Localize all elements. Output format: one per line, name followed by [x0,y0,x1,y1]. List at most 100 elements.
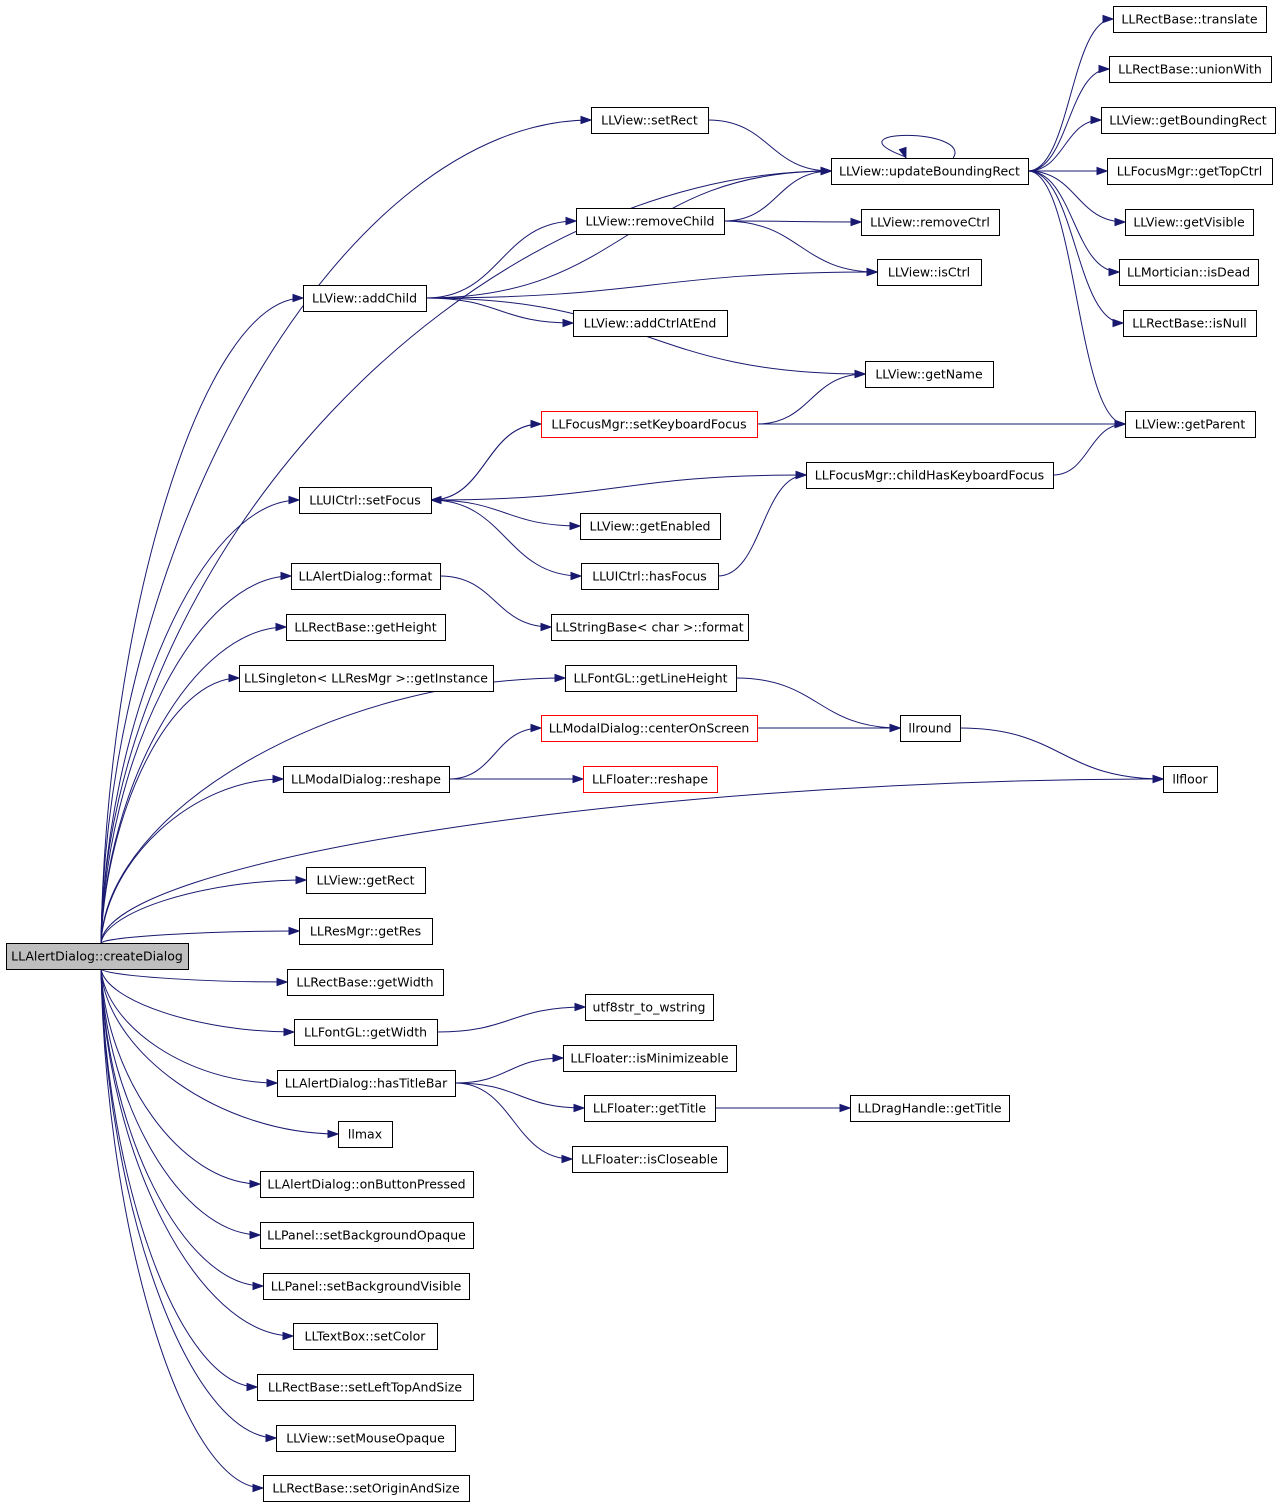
edge-arrowhead [1102,14,1115,24]
node-update-bounding-rect[interactable]: LLView::updateBoundingRect [831,158,1029,185]
edge-arrowhead [266,1078,279,1088]
node-has-title-bar[interactable]: LLAlertDialog::hasTitleBar [277,1070,456,1097]
node-get-rect[interactable]: LLView::getRect [306,867,426,894]
node-label: LLMortician::isDead [1127,265,1250,280]
node-label: LLRectBase::getHeight [294,620,436,635]
node-center-on-screen[interactable]: LLModalDialog::centerOnScreen [541,715,758,742]
node-remove-child[interactable]: LLView::removeChild [576,208,725,235]
node-is-closeable[interactable]: LLFloater::isCloseable [572,1146,728,1173]
node-drag-get-title[interactable]: LLDragHandle::getTitle [850,1095,1010,1122]
node-label: LLFloater::getTitle [593,1101,706,1116]
node-get-res[interactable]: LLResMgr::getRes [299,918,433,945]
node-set-background-opaque[interactable]: LLPanel::setBackgroundOpaque [260,1222,474,1249]
node-get-bounding-rect[interactable]: LLView::getBoundingRect [1101,107,1276,134]
edge-create-dialog-to-font-get-width [100,968,296,1037]
node-floater-get-title[interactable]: LLFloater::getTitle [584,1095,716,1122]
node-union-with[interactable]: LLRectBase::unionWith [1109,56,1272,83]
edge-create-dialog-to-get-res [100,926,301,944]
node-is-dead[interactable]: LLMortician::isDead [1119,259,1259,286]
edge-line [1027,170,1126,223]
edge-line [100,968,264,1287]
edge-arrowhead [554,673,567,683]
node-label: LLUICtrl::setFocus [309,493,421,508]
edge-line [100,968,339,1135]
node-box [6,943,189,970]
node-is-null[interactable]: LLRectBase::isNull [1123,310,1257,337]
node-floater-reshape[interactable]: LLFloater::reshape [583,766,718,793]
node-string-format[interactable]: LLStringBase< char >::format [551,614,749,641]
node-set-origin-and-size[interactable]: LLRectBase::setOriginAndSize [263,1475,470,1502]
node-font-get-width[interactable]: LLFontGL::getWidth [294,1019,438,1046]
edge-create-dialog-to-set-background-visible [100,968,265,1291]
edge-line [1027,119,1102,172]
node-add-ctrl-at-end[interactable]: LLView::addCtrlAtEnd [573,310,728,337]
node-label: LLView::setRect [601,113,698,128]
node-set-color[interactable]: LLTextBox::setColor [293,1323,438,1350]
node-label: LLUICtrl::hasFocus [592,569,707,584]
edge-arrowhead [276,977,289,987]
node-get-top-ctrl[interactable]: LLFocusMgr::getTopCtrl [1107,158,1273,185]
node-get-height[interactable]: LLRectBase::getHeight [286,614,446,641]
edge-arrowhead [252,1483,265,1493]
edge-arrowhead [574,1002,587,1012]
edge-line [723,170,832,222]
node-set-mouse-opaque[interactable]: LLView::setMouseOpaque [276,1425,456,1452]
edge-remove-child-to-remove-ctrl [723,217,863,227]
node-llfloor[interactable]: llfloor [1163,766,1218,793]
node-set-rect[interactable]: LLView::setRect [591,107,709,134]
node-is-minimizeable[interactable]: LLFloater::isMinimizeable [563,1045,737,1072]
node-llmax[interactable]: llmax [338,1121,393,1148]
node-child-has-keyboard-focus[interactable]: LLFocusMgr::childHasKeyboardFocus [806,462,1054,489]
edge-create-dialog-to-set-rect [100,115,593,944]
node-set-keyboard-focus[interactable]: LLFocusMgr::setKeyboardFocus [541,411,758,438]
edge-arrowhead [252,1281,265,1291]
node-alert-format[interactable]: LLAlertDialog::format [291,563,441,590]
node-label: LLRectBase::setLeftTopAndSize [268,1380,462,1395]
edge-arrowhead [327,1129,340,1139]
node-box [303,285,427,312]
node-set-left-top-and-size[interactable]: LLRectBase::setLeftTopAndSize [257,1374,474,1401]
edge-line [100,778,1164,944]
node-get-instance[interactable]: LLSingleton< LLResMgr >::getInstance [239,665,494,692]
node-add-child[interactable]: LLView::addChild [303,285,427,312]
node-on-button-pressed[interactable]: LLAlertDialog::onButtonPressed [260,1171,474,1198]
node-modal-reshape[interactable]: LLModalDialog::reshape [283,766,450,793]
node-box [877,259,982,286]
edge-line [707,119,832,172]
node-set-background-visible[interactable]: LLPanel::setBackgroundVisible [263,1273,470,1300]
edge-arrowhead [1152,774,1165,784]
edge-arrowhead [850,217,863,227]
node-set-focus[interactable]: LLUICtrl::setFocus [299,487,432,514]
node-rect-get-width[interactable]: LLRectBase::getWidth [287,969,444,996]
node-box [283,766,450,793]
node-utf8str[interactable]: utf8str_to_wstring [585,994,714,1021]
node-translate[interactable]: LLRectBase::translate [1113,6,1267,33]
node-is-ctrl[interactable]: LLView::isCtrl [877,259,982,286]
edge-create-dialog-to-alert-format [100,571,293,944]
node-llround[interactable]: llround [900,715,961,742]
edge-line [100,930,300,944]
edge-llround-to-llfloor [959,727,1165,784]
node-has-focus[interactable]: LLUICtrl::hasFocus [581,563,719,590]
edge-line [100,677,566,944]
node-get-line-height[interactable]: LLFontGL::getLineHeight [565,665,737,692]
edge-has-title-bar-to-floater-get-title [454,1082,586,1113]
node-get-visible[interactable]: LLView::getVisible [1125,209,1254,236]
edge-line [100,968,294,1337]
node-get-enabled[interactable]: LLView::getEnabled [580,513,721,540]
edge-arrowhead [889,723,902,733]
node-box [541,411,758,438]
node-get-parent[interactable]: LLView::getParent [1125,411,1256,438]
edge-arrowhead [540,622,553,632]
edge-line [100,968,261,1236]
node-create-dialog[interactable]: LLAlertDialog::createDialog [6,943,189,970]
edge-arrowhead [282,1331,295,1341]
edge-line [430,474,807,501]
edge-arrowhead [530,723,543,733]
node-remove-ctrl[interactable]: LLView::removeCtrl [861,209,1000,236]
node-box [551,614,749,641]
edge-modal-reshape-to-center-on-screen [448,723,543,780]
edge-modal-reshape-to-floater-reshape [449,774,585,784]
node-label: LLAlertDialog::hasTitleBar [285,1076,448,1091]
node-get-name[interactable]: LLView::getName [865,361,994,388]
